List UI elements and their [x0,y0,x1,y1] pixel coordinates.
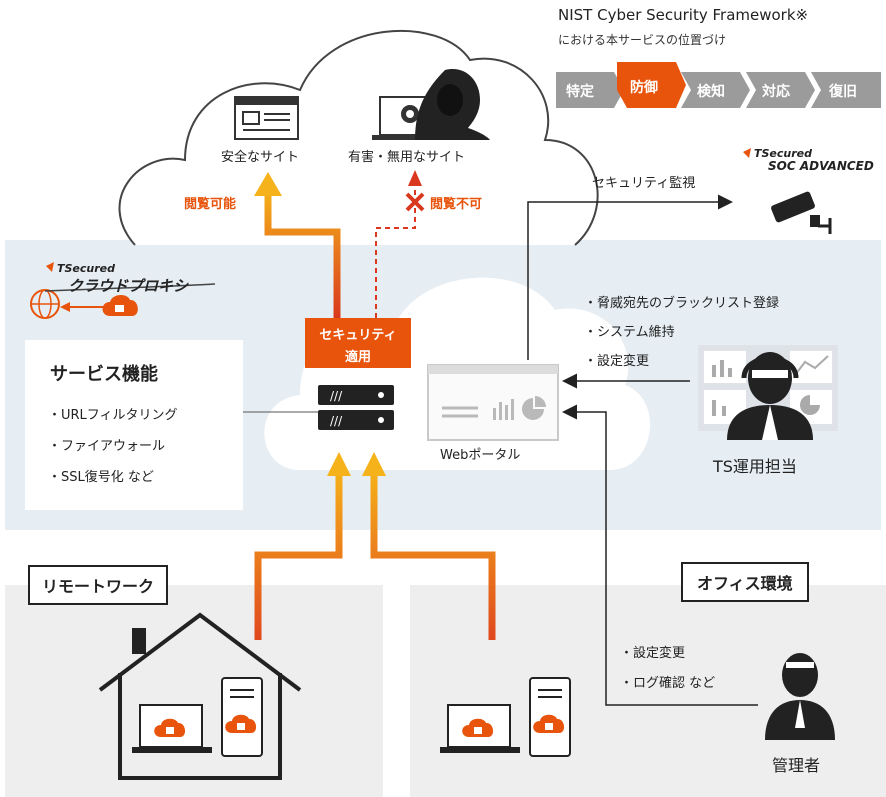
server-icon: /// /// [318,385,394,430]
house-icon [98,612,302,780]
nist-step-4 [746,72,815,108]
admin-icon [765,653,835,740]
nist-step-label-1: 特定 [566,84,594,100]
ops-label: TS運用担当 [713,457,797,476]
nist-step-label-3: 検知 [697,84,725,100]
portal-label: Webポータル [440,448,521,463]
security-badge-line2: 適用 [344,350,371,365]
lock-cloud-icon [154,718,186,737]
blocked-arrow [375,182,416,318]
camera-icon [771,191,832,234]
harmful-site-label: 有害・無用なサイト [348,150,466,165]
remote-area [5,585,383,797]
blocked-x-icon [405,192,425,212]
remote-uplink [254,470,343,640]
remote-label: リモートワーク [28,565,169,605]
lock-cloud-icon [533,714,565,733]
harmful-site-icon [372,69,490,140]
safe-site-icon [234,96,299,140]
admin-label: 管理者 [772,756,821,775]
service-box [25,340,243,510]
nist-subtitle: における本サービスの位置づけ [558,33,727,47]
nist-steps [556,62,881,108]
proxy-logo-icon [30,262,216,319]
blocked-label: 閲覧不可 [430,197,483,212]
nist-step-1 [556,72,624,108]
admin-task-2: ・ログ確認 など [620,676,716,691]
operator-icon [727,352,813,440]
office-uplink [370,470,496,640]
admin-arrow [562,404,758,706]
lock-cloud-icon [225,714,257,733]
nist-step-label-5: 復旧 [829,84,857,100]
security-badge [305,318,411,368]
security-badge-line1: セキュリティ [319,328,397,343]
ops-task-2: ・システム維持 [584,325,675,340]
ops-task-3: ・設定変更 [584,354,650,369]
portal-icon [427,364,559,441]
monitor-label: セキュリティ監視 [592,176,696,191]
allowed-arrow [264,190,341,318]
nist-step-5 [811,72,881,108]
proxy-product: クラウドプロキシ [68,277,189,295]
svg-text:///: /// [330,389,343,403]
allowed-label: 閲覧可能 [184,197,237,212]
service-title: サービス機能 [50,364,158,385]
soc-logo-icon [743,148,751,158]
soc-brand: TSecured [754,147,812,160]
nist-step-label-4: 対応 [762,84,790,100]
internet-cloud [118,29,599,246]
nist-step-3 [681,72,750,108]
soc-product: SOC ADVANCED [768,159,874,173]
service-item-3: ・SSL復号化 など [48,470,154,485]
service-item-1: ・URLフィルタリング [48,408,178,423]
svg-text:///: /// [330,414,343,428]
office-label: オフィス環境 [681,562,809,602]
monitor-arrow [527,194,733,360]
nist-title: NIST Cyber Security Framework※ [558,6,809,24]
nist-step-2 [617,62,686,108]
ops-task-1: ・脅威宛先のブラックリスト登録 [584,296,780,311]
safe-site-label: 安全なサイト [221,150,300,165]
proxy-brand: TSecured [57,262,115,275]
nist-step-label-2: 防御 [630,80,658,96]
service-item-2: ・ファイアウォール [48,439,166,454]
lock-cloud-icon [462,718,494,737]
admin-task-1: ・設定変更 [620,646,686,661]
